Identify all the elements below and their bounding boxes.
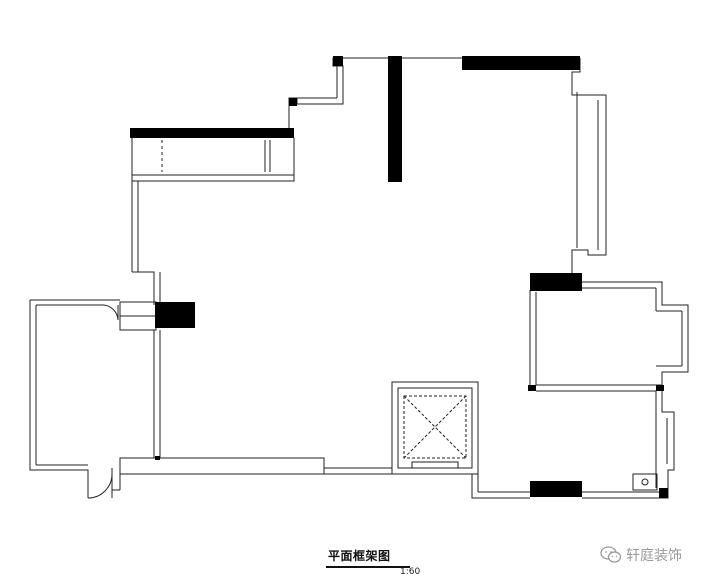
structural-walls (130, 56, 668, 498)
watermark: 轩庭装饰 (600, 545, 682, 565)
left-corridor (131, 181, 161, 458)
drawing-scale: 1:60 (400, 567, 421, 577)
right-rooms (529, 281, 689, 491)
bottom-wall (112, 457, 669, 499)
upper-outline (288, 57, 607, 276)
drawing-title: 平面框架图 (328, 549, 391, 563)
left-room (29, 299, 157, 499)
wechat-icon (600, 546, 622, 563)
upper-left-balcony (131, 137, 295, 182)
elevator-shaft (391, 381, 479, 475)
title-underline (326, 566, 410, 568)
watermark-text: 轩庭装饰 (626, 548, 682, 564)
